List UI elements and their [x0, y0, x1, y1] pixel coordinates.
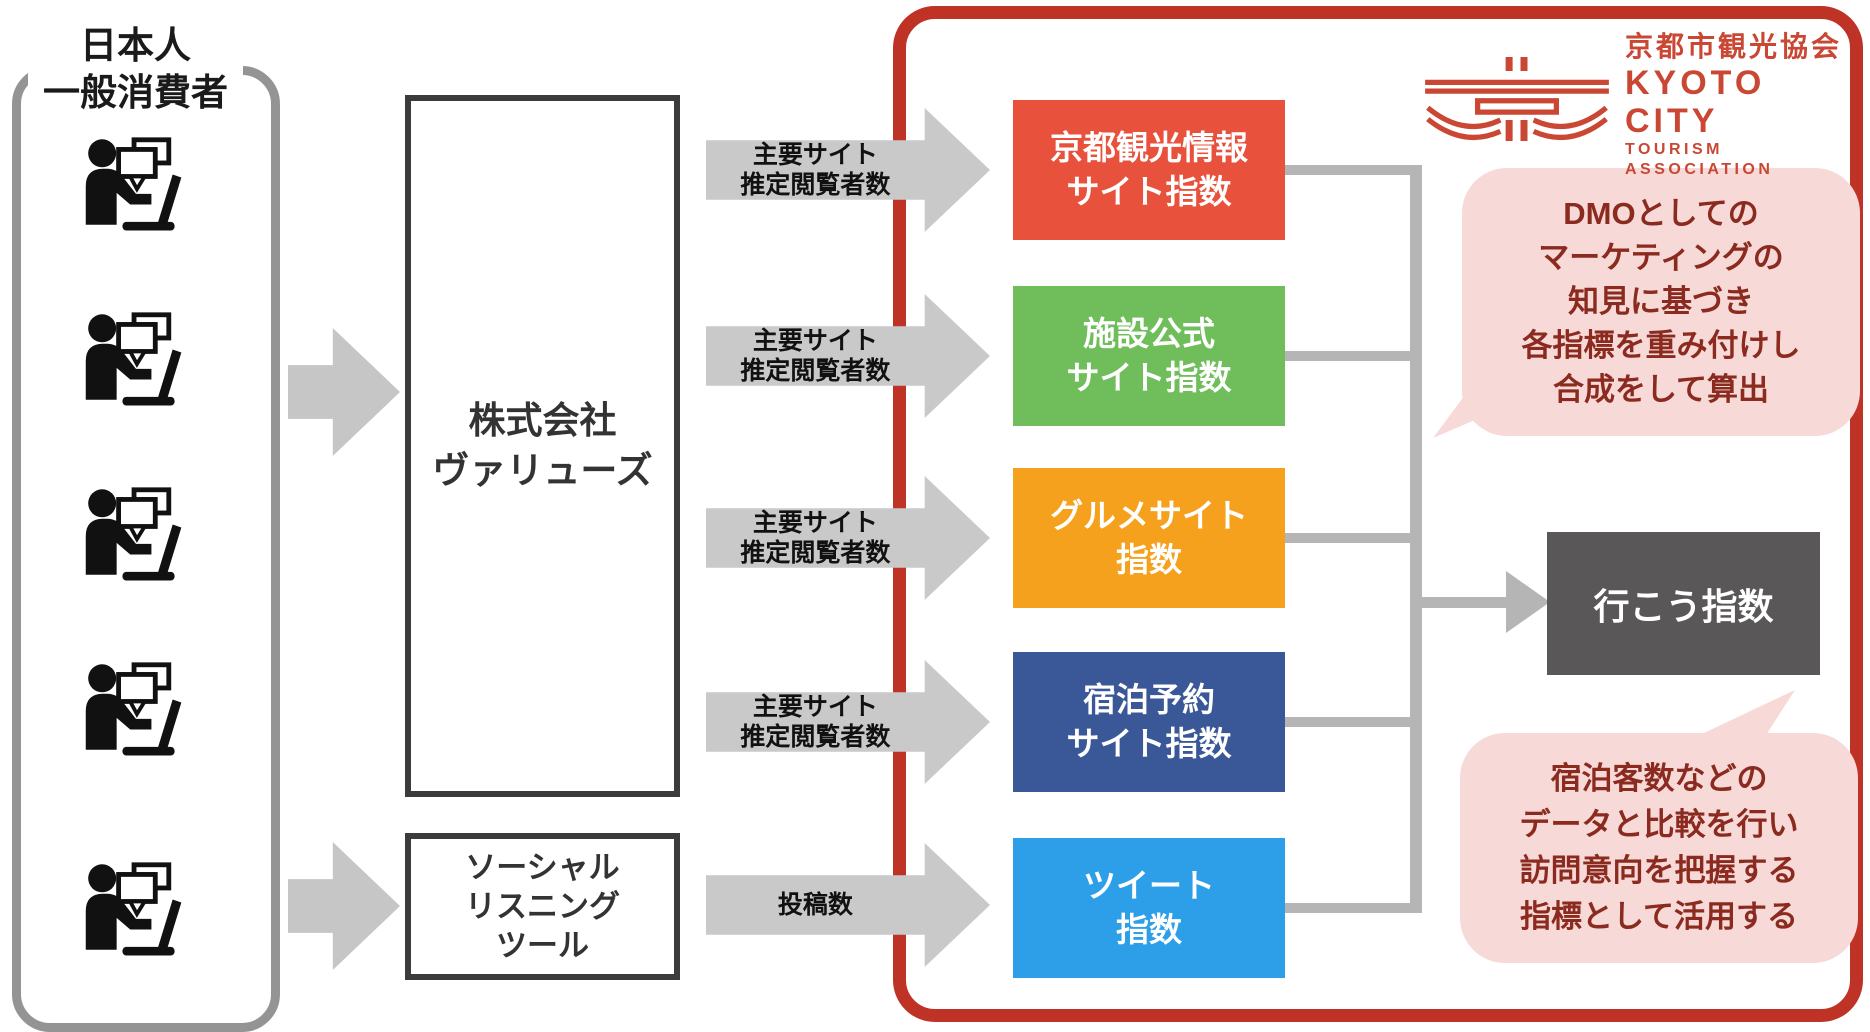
index-label-line2: サイト指数 [1066, 725, 1232, 762]
usage-note-line: 指標として活用する [1519, 899, 1799, 934]
index-box-facility-official: 施設公式 サイト指数 [1013, 286, 1285, 426]
consumer-person-icon [72, 659, 198, 771]
consumer-person-icon [72, 134, 198, 246]
arrow-consumers-to-values-icon [288, 328, 400, 456]
social-tool-line3: ツール [496, 928, 589, 963]
consumer-person-icon [72, 484, 198, 596]
index-box-kyoto-tourism-info: 京都観光情報 サイト指数 [1013, 100, 1285, 240]
connector-kyoto-info [1283, 165, 1416, 175]
connector-lodging [1283, 717, 1416, 727]
bubble-usage-note: 宿泊客数などの データと比較を行い 訪問意向を把握する 指標として活用する [1460, 733, 1858, 963]
index-label-line1: 宿泊予約 [1083, 681, 1215, 718]
connector-facility [1283, 351, 1416, 361]
weighting-note-line: 合成をして算出 [1552, 372, 1770, 407]
index-box-gourmet-site: グルメサイト 指数 [1013, 468, 1285, 608]
social-tool-line2: リスニング [465, 889, 620, 924]
weighting-note-line: DMOとしての [1563, 196, 1759, 231]
social-tool-line1: ソーシャル [465, 850, 620, 885]
index-label-line2: 指数 [1116, 541, 1182, 578]
index-label-line2: 指数 [1116, 911, 1182, 948]
index-label-line1: ツイート [1083, 867, 1215, 904]
kyoto-logo-mark-icon [1425, 57, 1609, 153]
post-count-label: 投稿数 [777, 891, 853, 919]
output-index-label: 行こう指数 [1593, 585, 1774, 627]
index-label-line2: サイト指数 [1066, 173, 1232, 210]
consumers-title-line2: 一般消費者 [43, 72, 228, 113]
arrow-to-output-line [1419, 597, 1514, 608]
index-box-tweet: ツイート 指数 [1013, 838, 1285, 978]
site-viewers-label-line2: 推定閲覧者数 [740, 723, 891, 751]
consumers-title: 日本人 一般消費者 [28, 22, 243, 116]
connector-tweet [1283, 903, 1416, 913]
consumers-title-line1: 日本人 [80, 25, 191, 66]
arrow-consumers-to-social-icon [288, 842, 400, 970]
site-viewers-label-line1: 主要サイト [752, 141, 878, 169]
site-viewers-label-line2: 推定閲覧者数 [740, 171, 891, 199]
arrow-to-output-head-icon [1506, 571, 1550, 633]
site-viewers-label-line1: 主要サイト [752, 693, 878, 721]
site-viewers-label-line1: 主要サイト [752, 509, 878, 537]
logo-japanese-name: 京都市観光協会 [1625, 31, 1843, 62]
site-viewers-label-line2: 推定閲覧者数 [740, 357, 891, 385]
weighting-note-line: 各指標を重み付けし [1521, 328, 1801, 363]
consumer-person-icon [72, 309, 198, 421]
index-label-line1: グルメサイト [1050, 497, 1248, 534]
values-company-line2: ヴァリューズ [432, 450, 653, 491]
output-index-box: 行こう指数 [1547, 532, 1820, 675]
index-box-lodging-reservation: 宿泊予約 サイト指数 [1013, 652, 1285, 792]
usage-note-line: 宿泊客数などの [1550, 761, 1768, 796]
connector-trunk [1410, 165, 1422, 913]
logo-english-name-line1: KYOTO CITY [1625, 64, 1766, 140]
bubble-weighting-note: DMOとしての マーケティングの 知見に基づき 各指標を重み付けし 合成をして算… [1462, 168, 1860, 436]
connector-gourmet [1283, 533, 1416, 543]
kyoto-city-tourism-association-logo: 京都市観光協会 KYOTO CITY TOURISM ASSOCIATION [1425, 30, 1870, 180]
site-viewers-label-line2: 推定閲覧者数 [740, 539, 891, 567]
usage-note-line: 訪問意向を把握する [1519, 853, 1799, 888]
consumer-person-icon [72, 859, 198, 971]
values-company-box: 株式会社 ヴァリューズ [405, 95, 680, 797]
weighting-note-line: マーケティングの [1538, 240, 1784, 275]
logo-english-name-line2: TOURISM ASSOCIATION [1625, 141, 1774, 178]
index-label-line2: サイト指数 [1066, 359, 1232, 396]
index-label-line1: 京都観光情報 [1050, 129, 1248, 166]
social-listening-tool-box: ソーシャル リスニング ツール [405, 833, 680, 980]
site-viewers-label-line1: 主要サイト [752, 327, 878, 355]
usage-note-line: データと比較を行い [1519, 807, 1799, 842]
values-company-line1: 株式会社 [468, 400, 617, 441]
weighting-note-line: 知見に基づき [1568, 284, 1754, 319]
index-label-line1: 施設公式 [1083, 315, 1215, 352]
